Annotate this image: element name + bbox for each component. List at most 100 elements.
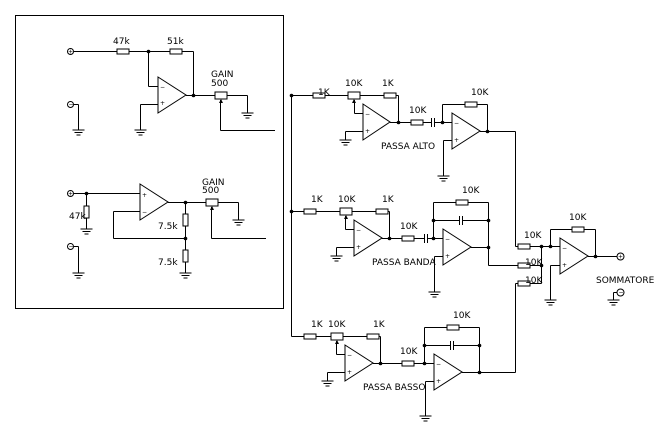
inverting-amplifier-block: + 47k 51k − + GAIN 500 −	[67, 37, 275, 136]
resistor-label: 10K	[409, 106, 427, 116]
opamp	[433, 353, 463, 391]
svg-text:−: −	[454, 120, 459, 127]
svg-text:+: +	[445, 253, 450, 260]
resistor-7.5k	[182, 249, 189, 263]
resistor-10k	[455, 199, 469, 206]
resistor-47k	[116, 48, 130, 55]
resistor-label: 47k	[113, 37, 130, 47]
resistor-1k	[366, 333, 380, 340]
pot-label: GAIN	[202, 178, 225, 188]
resistor-10k	[464, 101, 478, 108]
resistor-10k	[410, 119, 424, 126]
resistor-label: 1K	[382, 195, 395, 205]
svg-text:−: −	[445, 236, 450, 243]
opamp	[139, 183, 169, 221]
resistor-label: 10K	[569, 213, 587, 223]
opamp	[362, 103, 391, 141]
input-plus-terminal[interactable]	[67, 190, 74, 197]
junction-dot	[477, 370, 482, 375]
resistor-label: 47k	[69, 212, 86, 222]
ground-icon	[330, 255, 343, 262]
svg-text:−: −	[365, 111, 370, 118]
svg-text:−: −	[160, 84, 165, 91]
resistor-label: 10K	[400, 347, 418, 357]
resistor-label: 1K	[373, 320, 386, 330]
junction-dot	[378, 361, 383, 366]
output-plus-terminal[interactable]	[616, 252, 625, 261]
resistor-label: 1K	[318, 88, 331, 98]
resistor-label: 10K	[524, 231, 542, 241]
ground-icon	[179, 272, 192, 279]
svg-text:+: +	[347, 369, 352, 376]
resistor-1k	[375, 208, 389, 215]
high-pass-filter-block: 1K 10K 1K − + 10K 10K − +	[291, 79, 516, 247]
resistor-label: 1K	[311, 195, 324, 205]
svg-text:+: +	[68, 191, 73, 198]
svg-text:−: −	[142, 209, 147, 216]
input-minus-terminal[interactable]	[67, 101, 74, 108]
ground-icon	[80, 228, 93, 235]
resistor-label: 10K	[462, 186, 480, 196]
resistor-10k	[401, 360, 415, 367]
resistor-10k	[401, 235, 415, 242]
gain-potentiometer[interactable]	[205, 198, 219, 207]
resistor-51k	[169, 48, 183, 55]
low-pass-filter-block: 1K 10K 1K − + 10K 10K	[291, 283, 518, 422]
svg-text:−: −	[347, 352, 352, 359]
junction-dot	[539, 244, 544, 249]
pot-label: 10K	[328, 320, 346, 330]
opamp	[344, 344, 374, 382]
svg-text:−: −	[562, 245, 567, 252]
resistor-label: 10K	[453, 311, 471, 321]
ground-icon	[437, 175, 450, 182]
svg-text:−: −	[356, 227, 361, 234]
terminal-plus-sign: +	[68, 49, 73, 56]
opamp	[559, 237, 589, 275]
noninverting-amplifier-block: + 47k + − 7.5k 7.5k GAIN 500 −	[67, 178, 266, 279]
resistor-label: 1K	[382, 79, 395, 89]
svg-text:+: +	[562, 262, 567, 269]
svg-text:+: +	[365, 128, 370, 135]
filter-label: PASSA ALTO	[381, 142, 435, 152]
opamp	[353, 219, 383, 257]
resistor-label: 1K	[311, 320, 324, 330]
pot-label: 10K	[338, 195, 356, 205]
resistor-label: 7.5k	[158, 258, 178, 268]
resistor-10k	[517, 243, 531, 250]
gain-potentiometer[interactable]	[214, 91, 228, 100]
ground-icon	[241, 112, 254, 119]
svg-text:−: −	[69, 102, 74, 109]
ground-icon	[428, 291, 441, 298]
ground-icon	[72, 272, 85, 279]
potentiometer-10k[interactable]	[339, 207, 353, 216]
ground-icon	[339, 139, 352, 146]
opamp	[157, 76, 187, 114]
summer-label: SOMMATORE	[596, 276, 655, 286]
junction-dot	[486, 245, 491, 250]
svg-text:+: +	[454, 137, 459, 144]
input-minus-terminal[interactable]	[67, 243, 74, 250]
input-plus-terminal[interactable]	[67, 48, 74, 55]
ground-icon	[607, 299, 620, 306]
pot-label: GAIN	[211, 70, 234, 80]
junction-dot	[539, 263, 544, 268]
potentiometer-10k[interactable]	[347, 91, 361, 100]
pot-label: 10K	[345, 79, 363, 89]
resistor-label: 10K	[400, 222, 418, 232]
svg-text:−: −	[69, 244, 74, 251]
opamp	[451, 112, 481, 150]
resistor-10k	[446, 324, 460, 331]
resistor-label: 10K	[525, 258, 543, 268]
svg-text:+: +	[142, 192, 147, 199]
input-stage-frame	[15, 15, 284, 309]
ground-icon	[321, 380, 334, 387]
junction-dot	[183, 236, 188, 241]
potentiometer-10k[interactable]	[330, 332, 344, 341]
pot-value: 500	[211, 79, 228, 89]
band-pass-filter-block: 1K 10K 1K − + 10K 10K	[291, 186, 518, 298]
summing-amplifier-block: 10K 10K 10K 10K − + + SOMMATORE −	[515, 213, 655, 306]
junction-dot	[396, 120, 401, 125]
svg-text:+: +	[618, 254, 623, 261]
svg-text:+: +	[436, 378, 441, 385]
